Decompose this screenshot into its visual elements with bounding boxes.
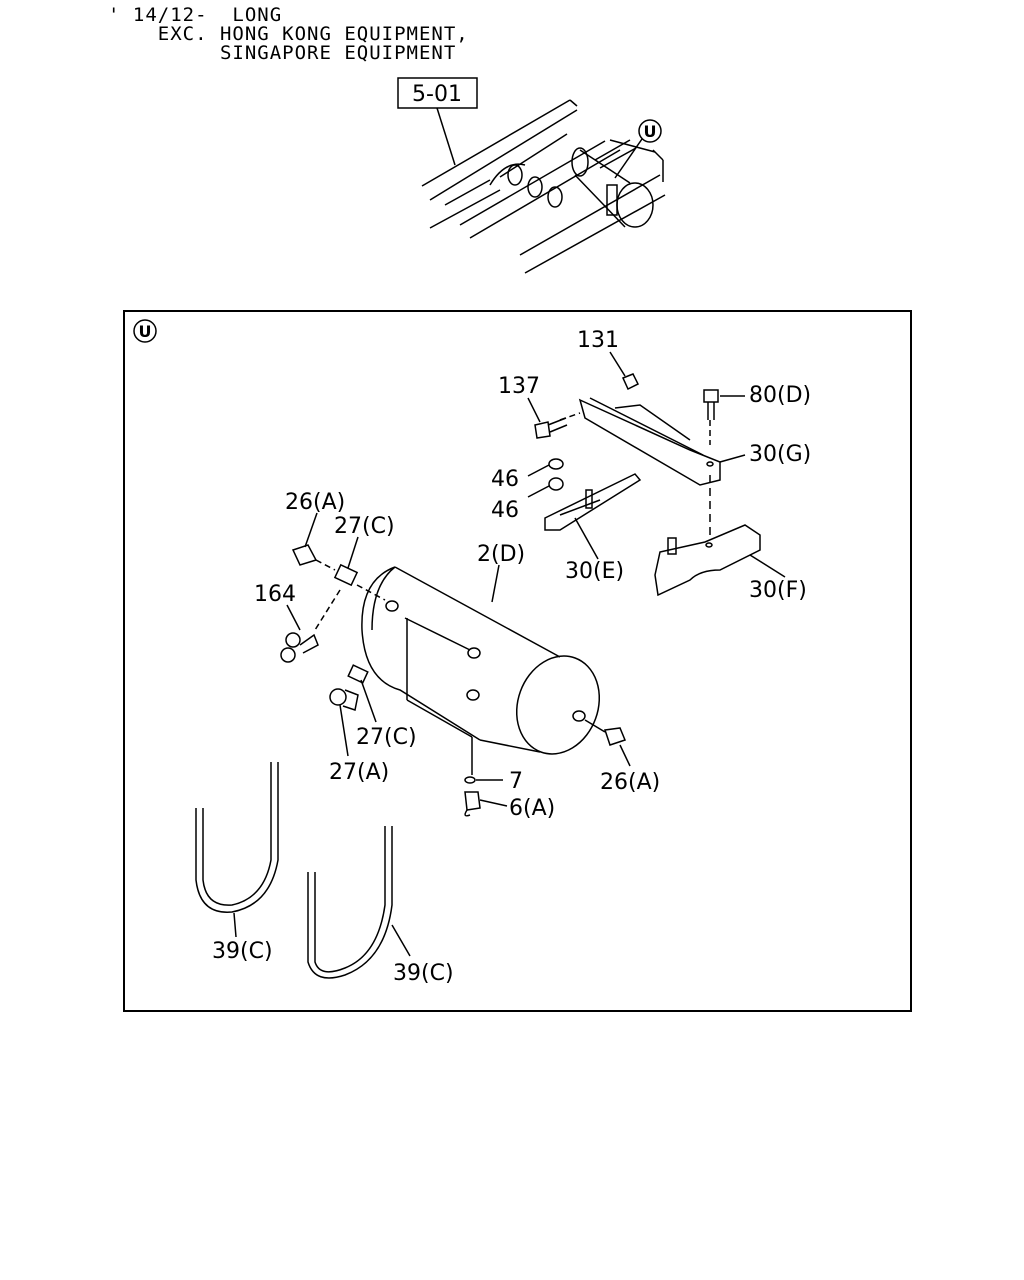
drain-valve-6a[interactable] — [464, 791, 481, 817]
callout-26a-right: 26(A) — [600, 770, 660, 795]
nut-46-lower[interactable] — [548, 477, 564, 491]
nut-131[interactable] — [621, 373, 640, 391]
callout-2d: 2(D) — [477, 542, 525, 567]
fitting-27c-top[interactable] — [333, 563, 359, 587]
callout-26a-top: 26(A) — [285, 490, 345, 515]
washer-7[interactable] — [464, 776, 476, 784]
callout-27c-mid: 27(C) — [356, 725, 417, 750]
fitting-27c-mid[interactable] — [347, 664, 369, 684]
bolt-80d[interactable] — [703, 389, 719, 420]
callout-labels: 131 137 80(D) 30(G) 46 46 30(E) 30(F) 26… — [212, 328, 811, 986]
callout-137: 137 — [498, 374, 540, 399]
plug-26a-right[interactable] — [584, 719, 627, 746]
detail-frame — [123, 310, 912, 1012]
bracket-30e[interactable] — [544, 473, 642, 531]
leader-lines — [233, 351, 786, 957]
plug-26a-top[interactable] — [291, 544, 318, 566]
bracket-30g[interactable] — [578, 397, 721, 486]
air-tank[interactable] — [361, 566, 613, 775]
header-line-2: EXC. HONG KONG EQUIPMENT, — [108, 23, 469, 45]
header-line-1: ' 14/12- LONG — [108, 4, 283, 26]
callout-27c-top: 27(C) — [334, 514, 395, 539]
detail-marker: U — [139, 322, 152, 341]
reference-box-label: 5-01 — [412, 82, 462, 107]
callout-30f: 30(F) — [749, 578, 807, 603]
callout-6a: 6(A) — [509, 796, 555, 821]
detail-marker-circle — [133, 319, 157, 343]
callout-46-upper: 46 — [491, 467, 519, 492]
callout-46-lower: 46 — [491, 498, 519, 523]
fitting-27a[interactable] — [329, 688, 359, 711]
callout-27a: 27(A) — [329, 760, 389, 785]
valve-164[interactable] — [280, 632, 319, 663]
callout-131: 131 — [577, 328, 619, 353]
callout-30g: 30(G) — [749, 442, 811, 467]
bolt-137[interactable] — [534, 417, 568, 439]
u-bolt-39c-left[interactable] — [195, 762, 279, 913]
callout-39c-left: 39(C) — [212, 939, 273, 964]
callout-39c-right: 39(C) — [393, 961, 454, 986]
header-line-3: SINGAPORE EQUIPMENT — [108, 42, 457, 64]
nut-46-upper[interactable] — [548, 458, 564, 470]
u-bolt-39c-right[interactable] — [307, 826, 393, 979]
overview-frame-illustration: 5-01 U — [397, 77, 666, 274]
callout-30e: 30(E) — [565, 559, 624, 584]
callout-7: 7 — [509, 769, 523, 794]
bracket-30f[interactable] — [654, 524, 761, 597]
callout-80d: 80(D) — [749, 383, 811, 408]
overview-detail-marker: U — [644, 122, 657, 141]
callout-164: 164 — [254, 582, 296, 607]
